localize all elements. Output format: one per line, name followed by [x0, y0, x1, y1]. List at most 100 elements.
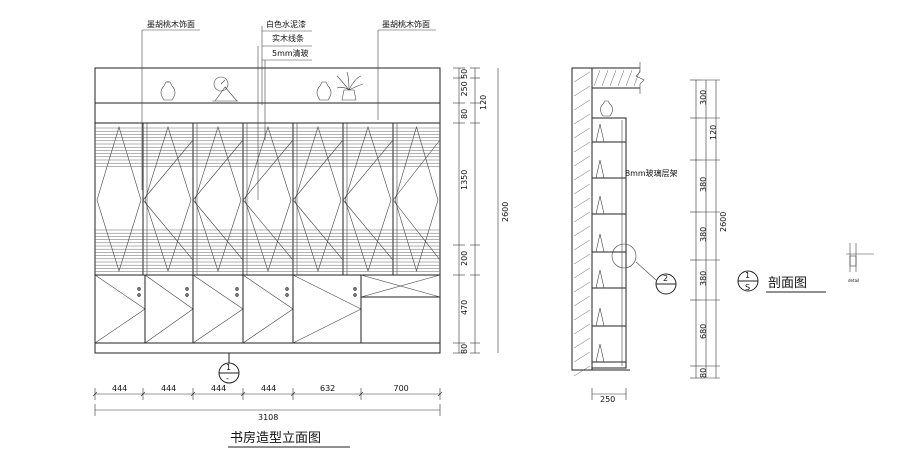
section-marker-elev-bottom: -: [226, 374, 229, 383]
shelf-bracket: [595, 307, 605, 327]
section-bottom-dim: 250: [600, 395, 615, 404]
shelf-bracket: [595, 159, 605, 179]
hatch-line: [573, 127, 591, 139]
plant-pot-icon: [336, 71, 364, 101]
glass-diagonal: [392, 139, 441, 201]
dim-slash: [140, 391, 146, 397]
glass-diamond: [144, 126, 192, 272]
door-handle: [185, 287, 189, 291]
elev-dim-120: 120: [479, 95, 488, 110]
glass-diamond: [96, 125, 142, 273]
dim-slash: [92, 391, 98, 397]
hatch-line: [573, 141, 591, 153]
right-dim-label: 50: [460, 69, 469, 79]
elev-dim-total: 2600: [501, 202, 510, 222]
shelf-bracket: [595, 343, 605, 363]
dim-slash: [240, 391, 246, 397]
glass-diagonal: [142, 139, 194, 201]
hatch-line: [633, 69, 641, 87]
tiny-label: detail: [848, 278, 859, 283]
hatch-line: [573, 309, 591, 321]
door-handle: [235, 287, 239, 291]
section-title: 剖面图: [768, 276, 807, 291]
glass-diagonal: [292, 139, 344, 201]
hatch-line: [617, 69, 625, 87]
glass-shelves: [592, 120, 626, 366]
dim-slash: [358, 391, 364, 397]
section-dim-label: 380: [699, 271, 708, 286]
door-swing-line: [242, 308, 294, 344]
right-dim-label: 470: [460, 300, 469, 315]
door-swing-line: [292, 274, 362, 310]
right-dim-label: 1350: [460, 170, 469, 190]
section-dim-total: 2600: [719, 212, 728, 232]
hatch-line: [573, 197, 591, 209]
hatch-line: [573, 169, 591, 181]
hatch-line: [573, 239, 591, 251]
bottom-dim-label: 444: [211, 384, 226, 393]
callout-center-2: 实木线条: [272, 33, 304, 43]
section-dim-label: 80: [699, 368, 708, 378]
clock-decor-icon: [212, 76, 238, 102]
hatch-line: [573, 211, 591, 223]
hatch-line: [573, 337, 591, 349]
hatch-line: [573, 253, 591, 265]
hatch-line: [573, 225, 591, 237]
tiny-detail-glyph: detail: [846, 243, 874, 283]
door-swing-line: [242, 274, 294, 310]
bottom-dim-label: 700: [394, 384, 409, 393]
dim-slash: [290, 391, 296, 397]
dim-slash: [437, 391, 443, 397]
hatch-line: [573, 267, 591, 279]
glass-diagonal: [392, 199, 441, 261]
wall-hatch: [573, 69, 641, 377]
bottom-dim-label: 632: [320, 384, 335, 393]
hatch-line: [593, 69, 601, 87]
glass-diamond: [394, 125, 439, 273]
hatch-line: [573, 351, 591, 363]
break-line: [635, 62, 645, 94]
glass-diagonal: [242, 139, 294, 201]
drawer-panel: [360, 274, 441, 298]
bottom-dim-label: 444: [261, 384, 276, 393]
section-marker-top: 1: [745, 271, 750, 280]
callout-leaders: [141, 26, 436, 200]
section-dim-120: 120: [709, 125, 718, 140]
door-swing-line: [292, 308, 362, 344]
door-handle: [285, 293, 289, 297]
door-swing-line: [94, 274, 146, 310]
section-marker-elev: 1 -: [218, 353, 240, 384]
hatch-line: [573, 281, 591, 293]
section-dim-label: 300: [699, 90, 708, 105]
door-panel: [292, 274, 362, 344]
total-width-label: 3108: [258, 413, 278, 422]
door-swing-line: [144, 308, 194, 344]
callout-center-1: 白色水泥漆: [266, 19, 306, 29]
hatch-line: [609, 69, 617, 87]
pillars: [94, 123, 441, 275]
section-dim-label: 380: [699, 227, 708, 242]
drawer-cross: [360, 274, 441, 298]
vase-section-icon: [600, 100, 613, 117]
detail-marker-2: 2: [655, 273, 677, 295]
glass-diamond: [344, 126, 392, 272]
glass-diagonals: [96, 125, 441, 273]
right-dim-label: 80: [460, 344, 469, 354]
hatch-line: [625, 69, 633, 87]
door-panel: [144, 274, 194, 344]
door-swing-line: [192, 274, 244, 310]
door-swing-line: [144, 274, 194, 310]
door-handle: [185, 293, 189, 297]
right-dim-label: 80: [460, 109, 469, 119]
hatch-line: [573, 323, 591, 335]
door-panel: [192, 274, 244, 344]
hatch-line: [573, 85, 591, 97]
glass-diagonal: [292, 199, 344, 261]
callout-left: 墨胡桃木饰面: [147, 19, 195, 29]
elevation-title: 书房造型立面图: [230, 430, 321, 446]
glass-diagonal: [242, 199, 294, 261]
